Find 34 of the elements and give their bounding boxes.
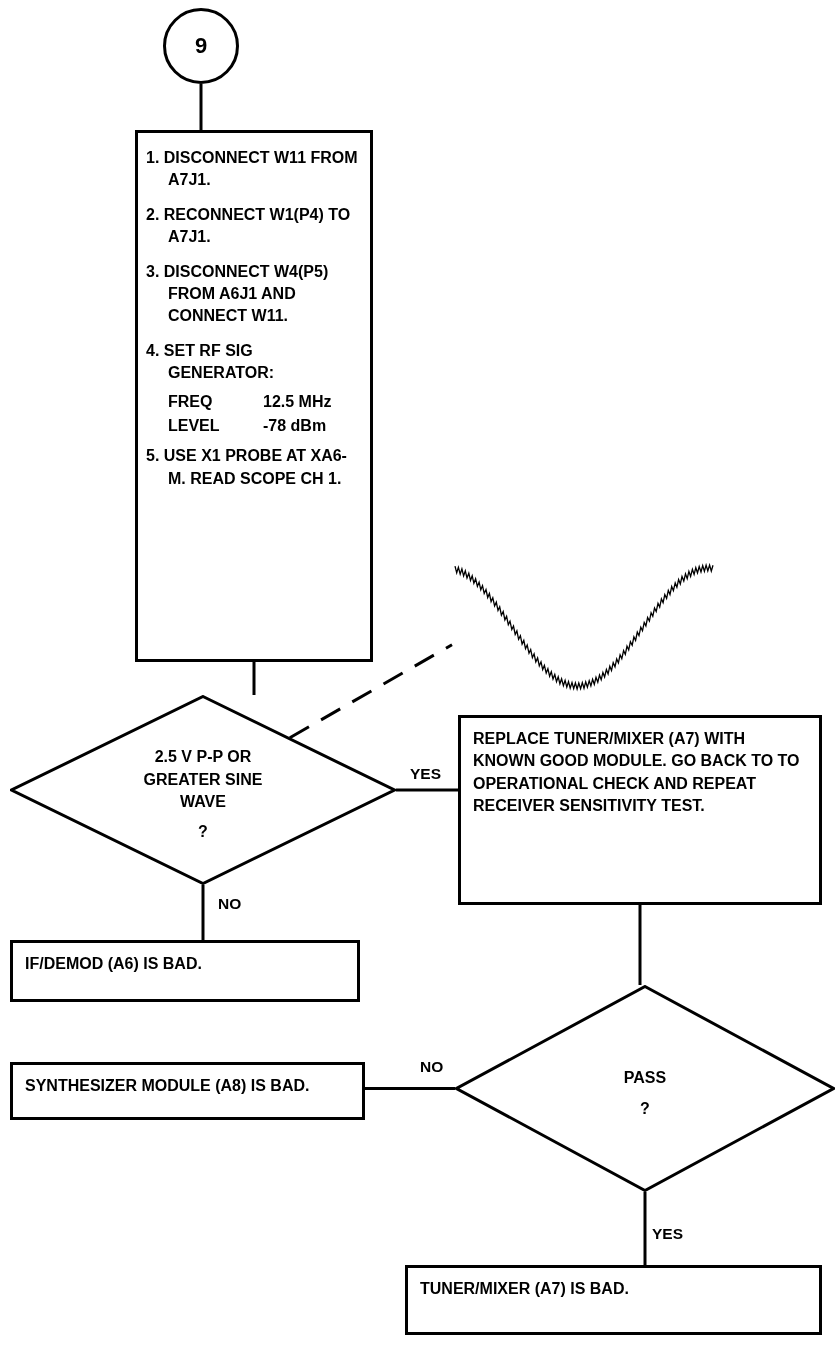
- instruction-text: 1. DISCONNECT W11 FROM A7J1.: [146, 148, 359, 191]
- instruction-text: IF/DEMOD (A6) IS BAD.: [25, 954, 203, 974]
- process-box: [135, 130, 373, 662]
- setting-value: 12.5 MHz: [263, 391, 332, 412]
- instruction-text: 4. SET RF SIG GENERATOR:: [146, 340, 276, 384]
- setting-name: LEVEL: [168, 415, 221, 436]
- decision-diamond: [455, 985, 835, 1192]
- instruction-text: 3. DISCONNECT W4(P5) FROM A6J1 AND CONNECT W11.: [146, 261, 330, 327]
- decision-question: ?: [197, 822, 209, 843]
- process-box: [10, 940, 360, 1002]
- decision-question: PASS: [622, 1068, 668, 1089]
- setting-name: FREQ: [168, 391, 214, 412]
- process-box: [458, 715, 822, 905]
- flow-line: [643, 1192, 647, 1265]
- connector-number: 9: [194, 31, 208, 60]
- flow-line: [365, 1087, 455, 1090]
- flow-line: [252, 662, 256, 695]
- flow-line: [396, 788, 458, 792]
- process-box: [405, 1265, 822, 1335]
- instruction-text: SYNTHESIZER MODULE (A8) IS BAD.: [25, 1076, 311, 1096]
- sine-wave-drawing: [452, 560, 716, 694]
- process-box: [10, 1062, 365, 1120]
- flow-line: [638, 905, 642, 985]
- leader-line: [289, 643, 453, 740]
- instruction-text: 5. USE X1 PROBE AT XA6-M. READ SCOPE CH 1.: [146, 446, 348, 489]
- instruction-text: 2. RECONNECT W1(P4) TO A7J1.: [146, 204, 352, 248]
- flow-line: [201, 885, 205, 940]
- instruction-text: TUNER/MIXER (A7) IS BAD.: [420, 1279, 630, 1299]
- flow-line: [199, 84, 203, 130]
- decision-question: ?: [639, 1098, 651, 1119]
- instruction-text: REPLACE TUNER/MIXER (A7) WITH KNOWN GOOD MODULE. GO BACK TO TO OPERATIONAL CHECK AND REPEAT RECEIVER SENSITIVITY TEST.: [473, 729, 801, 817]
- setting-value: -78 dBm: [263, 415, 327, 436]
- decision-diamond: [10, 695, 396, 885]
- decision-question: 2.5 V P-P OR GREATER SINE WAVE: [143, 747, 263, 812]
